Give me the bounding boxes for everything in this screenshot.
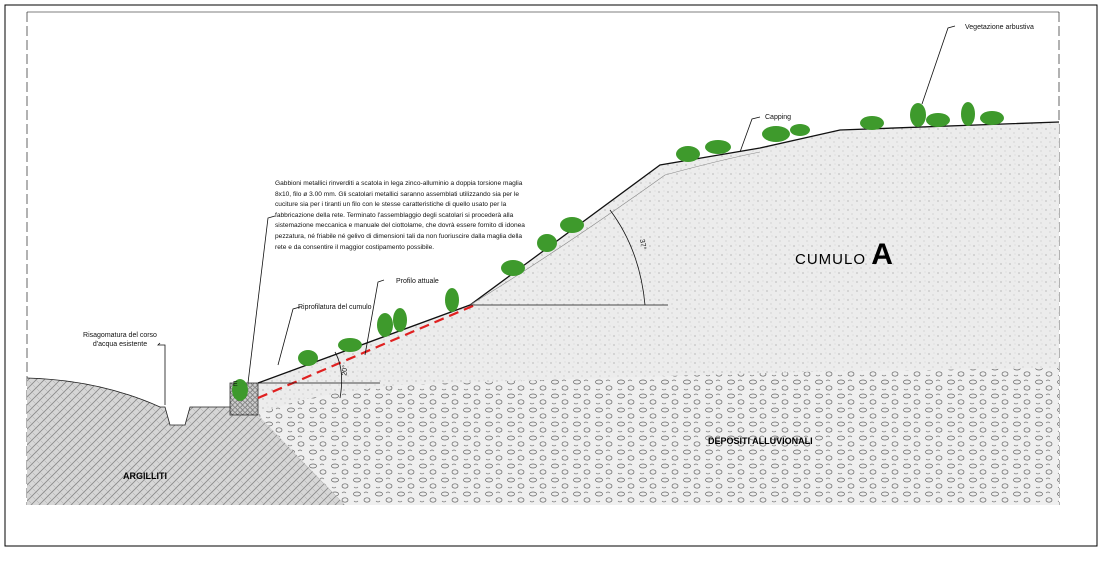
alluvial-deposits [258,368,1059,505]
label-profilo-attuale: Profilo attuale [396,278,439,285]
label-risagomatura: Risagomatura del corso d'acqua esistente [83,332,157,348]
current-profile-dashed [257,303,476,400]
vegetation-shrubs [232,102,1004,401]
label-riprofilatura: Riprofilatura del cumulo [298,304,372,311]
label-capping: Capping [765,114,792,121]
gabion-note: Gabbioni metallici rinverditi a scatola … [275,180,525,251]
angle-20: 20° [341,364,350,377]
gabion-mark: E [233,381,238,388]
label-vegetation: Vegetazione arbustiva [965,24,1034,31]
label-depositi: DEPOSITI ALLUVIONALI [708,436,813,446]
angle-37: 37° [637,238,647,251]
cumulo-text: CUMULO [795,251,867,268]
label-argilliti: ARGILLITI [123,471,167,481]
cumulo-letter: A [871,238,894,271]
label-cumulo: CUMULO A [795,238,894,272]
argilliti-layer [27,378,345,505]
frame-border [4,4,1098,547]
